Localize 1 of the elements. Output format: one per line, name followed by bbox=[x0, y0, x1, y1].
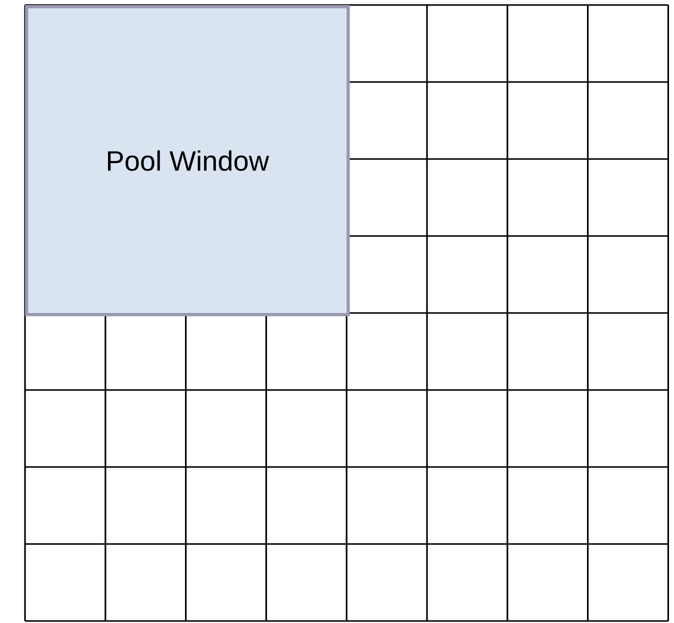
pool-window-box: Pool Window bbox=[25, 5, 350, 316]
